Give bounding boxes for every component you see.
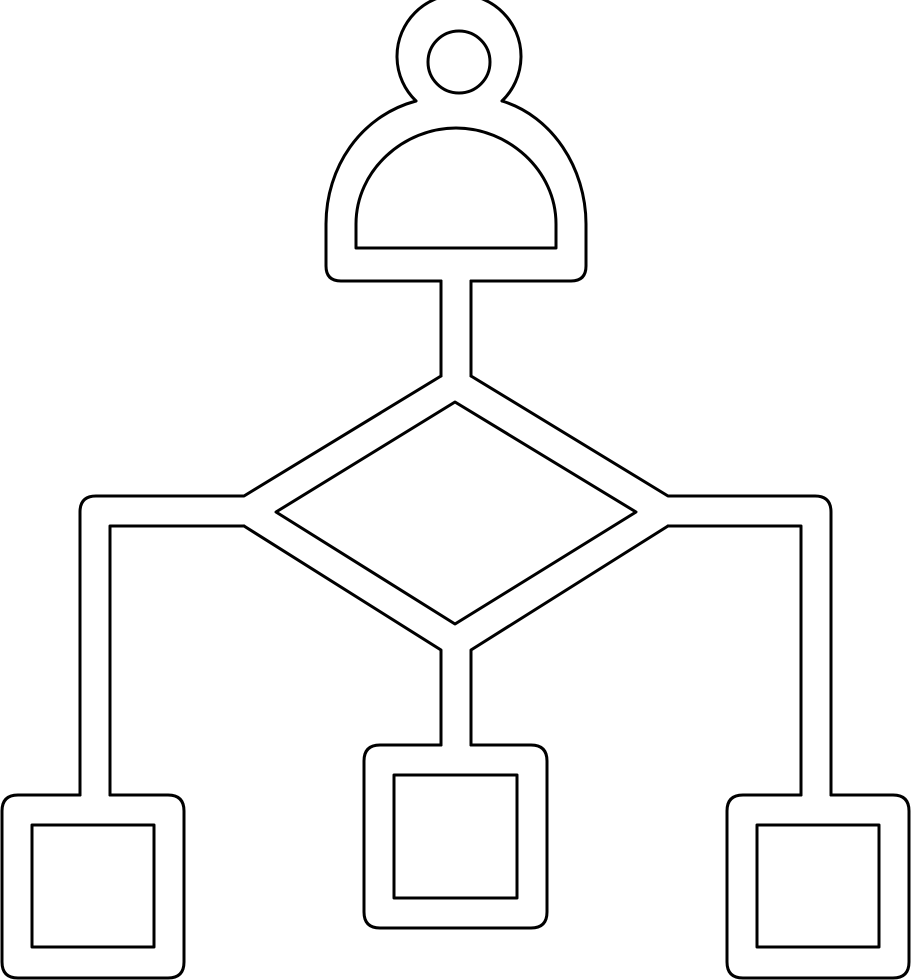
user-body-icon	[324, 99, 588, 283]
process-box-left-icon	[0, 793, 186, 980]
user-head-icon	[395, 0, 523, 103]
process-box-center-icon	[362, 743, 549, 930]
process-box-right-icon	[725, 793, 911, 980]
decision-diamond-icon	[78, 374, 833, 797]
top-connector	[439, 279, 473, 378]
